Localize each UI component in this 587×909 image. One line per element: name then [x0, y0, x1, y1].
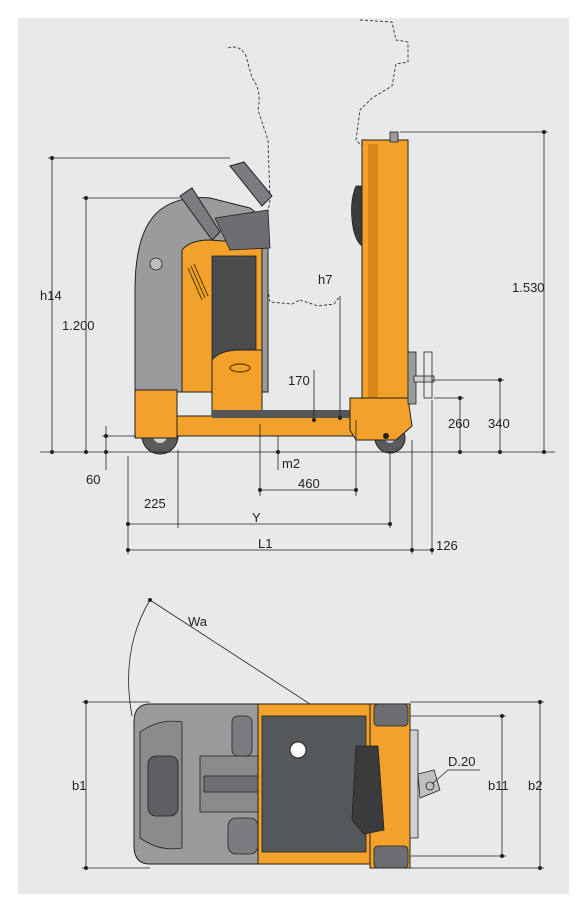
fork-guide [423, 351, 433, 399]
label-m2: m2 [282, 456, 300, 471]
console-screen [231, 715, 253, 757]
platform-step [211, 349, 263, 417]
label-Y: Y [252, 510, 261, 525]
rear-bumper [134, 389, 178, 439]
housing-knob [149, 257, 163, 271]
label-1530: 1.530 [512, 280, 545, 295]
seat-outline [147, 755, 179, 817]
label-260: 260 [448, 416, 470, 431]
backrest-pad [351, 185, 363, 247]
chassis-base [176, 415, 358, 437]
d20-marker [425, 781, 435, 791]
top-view: Wa D.20 [72, 598, 544, 870]
label-225: 225 [144, 496, 166, 511]
label-126: 126 [436, 538, 458, 553]
label-L1: L1 [258, 536, 272, 551]
label-h14: h14 [40, 288, 62, 303]
fork-tip-top [417, 769, 441, 799]
mast-front-plate [349, 397, 413, 441]
label-b11: b11 [488, 778, 509, 793]
mast-cap-top [373, 703, 409, 727]
deck-hole [289, 741, 307, 759]
operator-arm-outline [299, 295, 341, 307]
step-grip [229, 363, 251, 373]
side-view: h14 1.200 1.530 h7 170 260 340 60 225 m2… [40, 19, 555, 554]
label-b2: b2 [528, 778, 542, 793]
label-b1: b1 [72, 778, 86, 793]
label-340: 340 [488, 416, 510, 431]
control-tiller [229, 161, 273, 207]
label-Wa: Wa [188, 614, 208, 629]
backrest-top [351, 745, 385, 835]
label-D20: D.20 [448, 754, 475, 769]
dimension-lines [48, 130, 548, 554]
vent-grille [187, 263, 209, 301]
mast-top [389, 131, 399, 143]
fork-plate-top [409, 729, 419, 839]
mast-cap-bottom [373, 845, 409, 869]
floor-deck [212, 410, 358, 418]
handle-grip [214, 209, 271, 251]
label-170: 170 [288, 373, 310, 388]
console-pad [227, 817, 259, 855]
mast-inner [368, 144, 378, 414]
tiller-arm [179, 187, 221, 241]
label-460: 460 [298, 476, 320, 491]
label-1200: 1.200 [62, 318, 95, 333]
label-60: 60 [86, 472, 100, 487]
label-h7: h7 [318, 272, 332, 287]
top-deck [261, 715, 367, 853]
mast-bolt [383, 433, 389, 439]
turning-radius-arc [128, 599, 151, 717]
operator-outline-right [355, 19, 409, 151]
